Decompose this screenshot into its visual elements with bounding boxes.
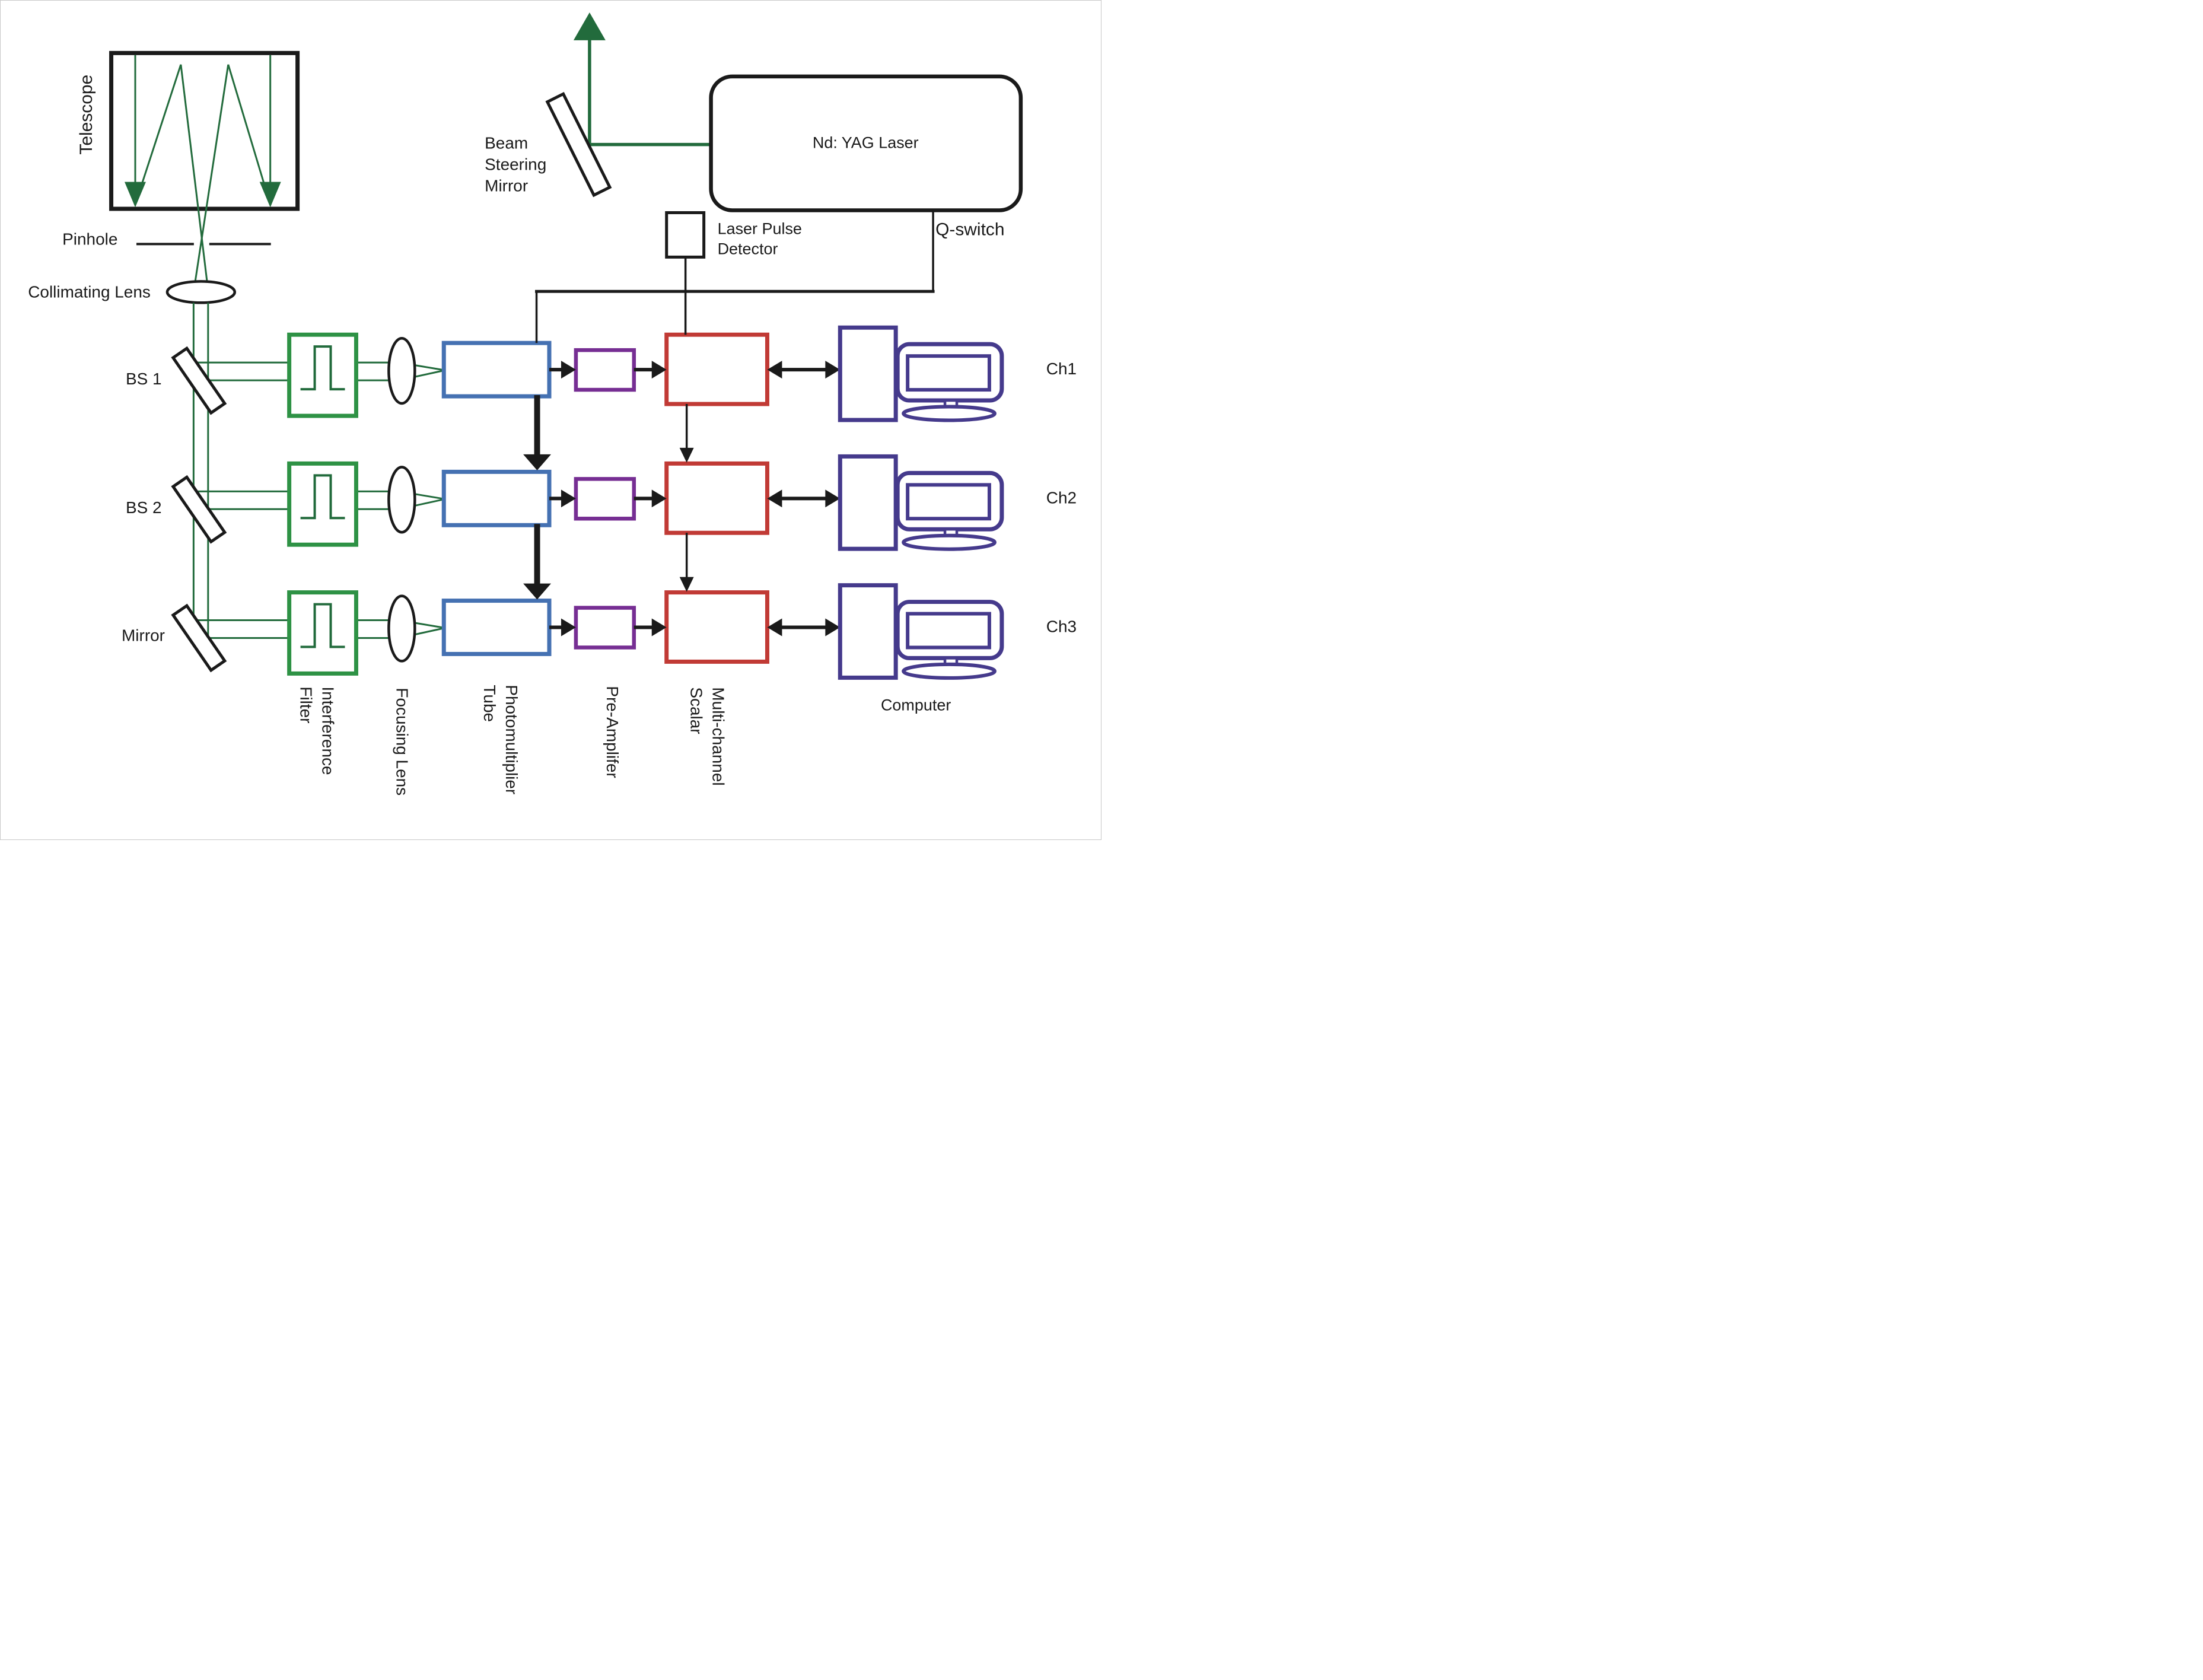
focusing-lens-label: Focusing Lens xyxy=(393,688,411,796)
beamsplitter-1: BS 1 xyxy=(126,346,227,415)
pre-amplifier-label: Pre-Amplifer xyxy=(603,686,622,778)
telescope-focus-ray-1 xyxy=(180,64,209,291)
channel-1-label: Ch1 xyxy=(1046,359,1077,378)
collimating-lens-label: Collimating Lens xyxy=(28,282,151,301)
beamsplitter-2: BS 2 xyxy=(126,475,227,544)
beamsplitter-2-plate xyxy=(171,475,227,544)
diagram-canvas: Telescope Pinhole Collimating Lens BS 1 … xyxy=(28,12,1077,796)
photomultiplier-label: PhotomultiplierTube xyxy=(480,685,521,794)
collimating-lens-shape xyxy=(165,280,237,304)
telescope-group: Telescope xyxy=(77,50,300,291)
interference-filter-label: InterferenceFilter xyxy=(297,686,338,775)
outgoing-beam-arrowhead-icon xyxy=(573,12,606,40)
mcs-chain-arrows xyxy=(679,404,694,592)
fold-mirror-label: Mirror xyxy=(122,626,165,644)
pinhole-group: Pinhole xyxy=(62,230,271,248)
trigger-wiring xyxy=(535,210,935,343)
arrow-pmt1-pmt2-shaft xyxy=(534,395,540,456)
q-switch-label: Q-switch xyxy=(935,219,1004,239)
channel-3-label: Ch3 xyxy=(1046,617,1077,635)
beamsplitter-2-label: BS 2 xyxy=(126,498,162,517)
channel-row-2 xyxy=(192,456,1002,549)
collimating-lens-group: Collimating Lens xyxy=(28,280,237,304)
fold-mirror: Mirror xyxy=(122,603,227,673)
telescope-focus-ray-2 xyxy=(193,64,230,291)
pmt-chain-arrows xyxy=(523,395,551,600)
channel-row-1 xyxy=(192,327,1002,420)
fold-mirror-plate xyxy=(171,603,227,673)
telescope-label: Telescope xyxy=(77,75,96,155)
telescope-zigzag-1 xyxy=(134,64,182,205)
arrow-pmt2-pmt3-head xyxy=(523,583,551,600)
multichannel-scalar-label: Multi-channelScalar xyxy=(687,687,728,785)
beam-steering-mirror-plate xyxy=(545,91,612,198)
arrow-pmt2-pmt3-shaft xyxy=(534,524,540,585)
lidar-system-diagram: Telescope Pinhole Collimating Lens BS 1 … xyxy=(0,0,1102,840)
channel-2-label: Ch2 xyxy=(1046,488,1077,507)
beamsplitter-1-plate xyxy=(171,346,227,415)
channel-row-3 xyxy=(192,586,1002,678)
nd-yag-laser-label: Nd: YAG Laser xyxy=(813,134,919,152)
arrow-mcs1-mcs2-head xyxy=(679,447,694,463)
pinhole-label: Pinhole xyxy=(62,230,117,248)
arrow-pmt1-pmt2-head xyxy=(523,454,551,470)
telescope-zigzag-2 xyxy=(227,64,272,205)
nd-yag-laser-box xyxy=(709,74,1023,212)
computer-label: Computer xyxy=(881,696,951,714)
arrow-mcs2-mcs3-head xyxy=(679,577,694,592)
beamsplitter-1-label: BS 1 xyxy=(126,370,162,388)
laser-pulse-detector-box xyxy=(665,211,706,259)
